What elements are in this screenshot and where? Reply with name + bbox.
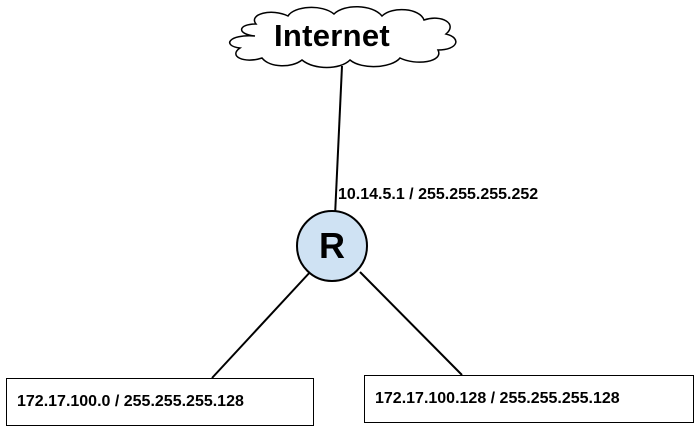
- router-label: R: [319, 225, 345, 266]
- wan-address-label: 10.14.5.1 / 255.255.255.252: [338, 186, 539, 203]
- subnet-box-left: 172.17.100.0 / 255.255.255.128: [6, 378, 314, 426]
- internet-label: Internet: [273, 18, 391, 53]
- cloud-icon: [228, 6, 457, 69]
- internet-router-link: [334, 65, 343, 217]
- subnet-label: 172.17.100.128 / 255.255.255.128: [375, 390, 620, 407]
- subnet-box-right: 172.17.100.128 / 255.255.255.128: [364, 375, 694, 423]
- subnet-label: 172.17.100.0 / 255.255.255.128: [17, 393, 244, 410]
- router-subnet-right-link: [359, 271, 463, 376]
- router-subnet-left-link: [211, 269, 313, 379]
- router-icon: [296, 210, 368, 282]
